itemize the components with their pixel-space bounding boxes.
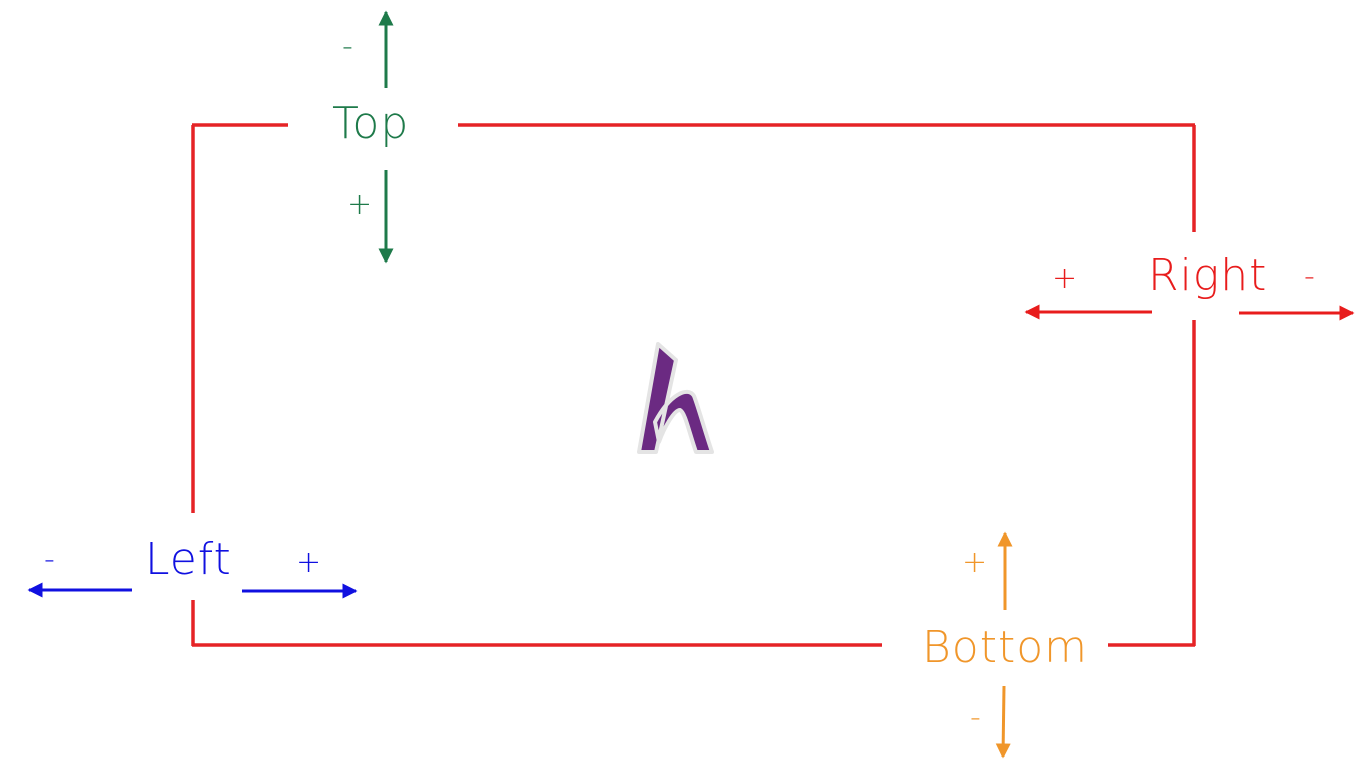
bottom-minus-arrow [995, 685, 1011, 759]
left-minus-sign: - [44, 542, 55, 577]
bottom-label: Bottom [922, 622, 1089, 673]
top-plus-sign: + [347, 187, 373, 222]
bottom-plus-sign: + [962, 545, 988, 580]
left-label: Left [145, 534, 232, 585]
right-label: Right [1148, 250, 1268, 301]
left-plus-sign: + [296, 545, 322, 580]
bottom-minus-sign: - [970, 700, 981, 735]
frame [191, 123, 1196, 647]
top-label: Top [332, 98, 410, 149]
h-logo-icon [637, 342, 714, 454]
top-minus-sign: - [342, 29, 353, 64]
right-plus-sign: + [1052, 261, 1078, 296]
right-minus-sign: - [1304, 259, 1315, 294]
